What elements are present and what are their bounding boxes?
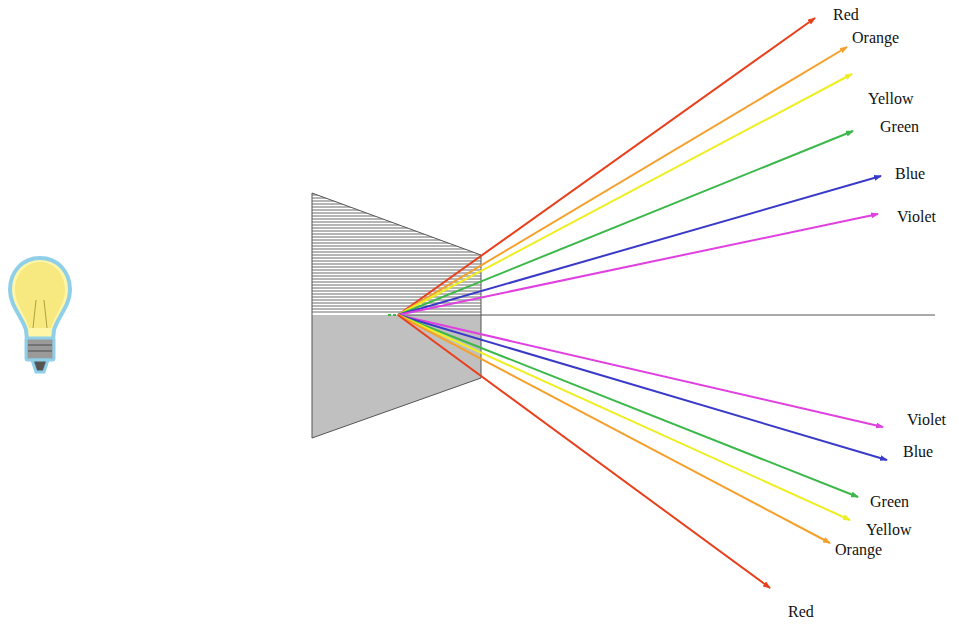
color-label: Orange [835, 541, 882, 559]
color-label: Blue [903, 443, 933, 461]
color-label: Blue [895, 165, 925, 183]
color-label: Violet [897, 208, 936, 226]
color-label: Yellow [866, 521, 912, 539]
color-label: Red [833, 6, 859, 24]
light-rays [398, 18, 887, 588]
color-label: Orange [852, 29, 899, 47]
color-label: Red [788, 603, 814, 621]
light-bulb [10, 258, 70, 372]
color-label: Green [880, 118, 919, 136]
color-label: Yellow [868, 90, 914, 108]
color-label: Green [870, 493, 909, 511]
axis-line [398, 315, 935, 316]
color-label: Violet [907, 411, 946, 429]
